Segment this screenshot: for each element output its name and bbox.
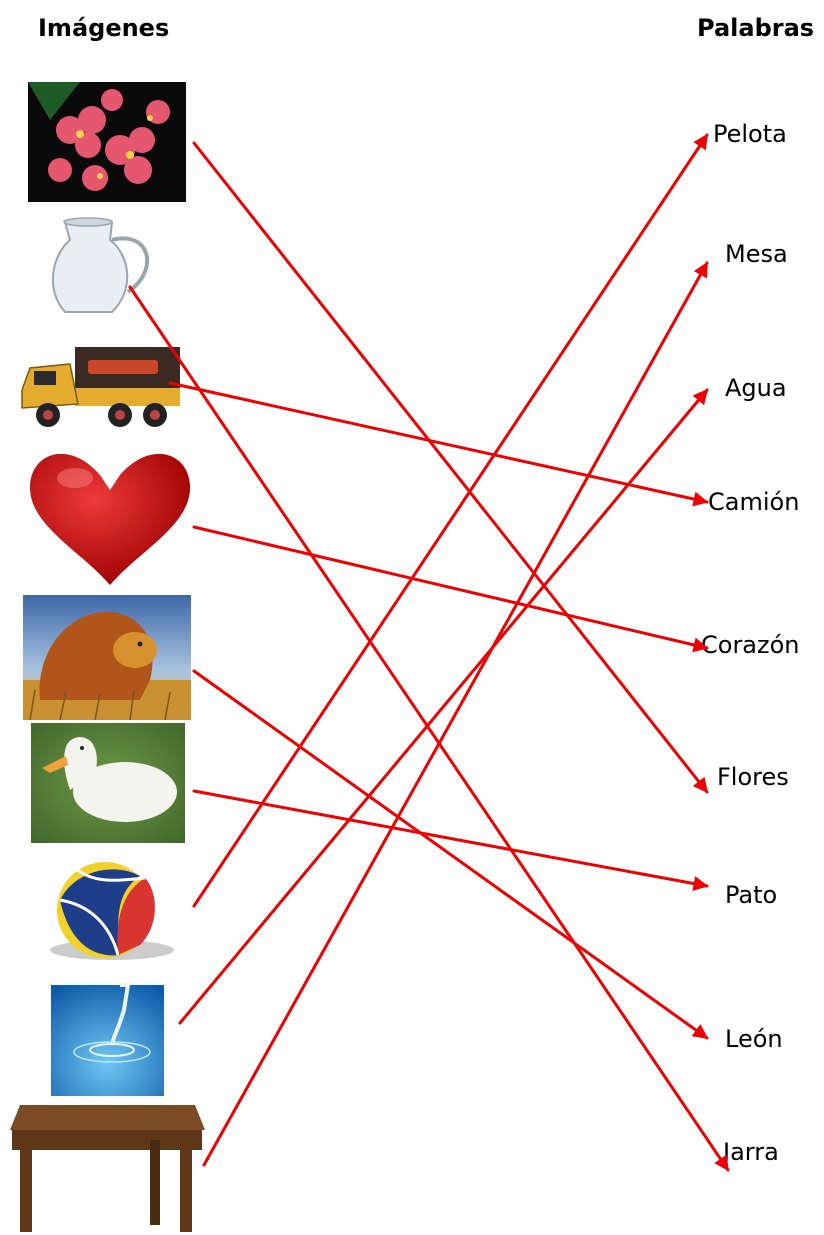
word-mesa: Mesa xyxy=(725,240,788,268)
lion-image xyxy=(23,595,191,721)
ball-image xyxy=(7,845,208,983)
word-flores: Flores xyxy=(717,763,789,791)
arrow-camion xyxy=(168,381,709,507)
word-pato: Pato xyxy=(725,881,778,909)
word-jarra: Jarra xyxy=(723,1138,779,1166)
jug-image xyxy=(51,217,149,313)
word-agua: Agua xyxy=(725,374,787,402)
arrow-agua xyxy=(178,388,709,1025)
arrow-corazon xyxy=(192,525,709,653)
arrow-leon xyxy=(192,669,709,1040)
arrow-pelota xyxy=(192,133,709,908)
word-corazon: Corazón xyxy=(701,631,800,659)
arrow-jarra xyxy=(128,285,730,1172)
images-column-header: Imágenes xyxy=(38,14,170,42)
heart-image xyxy=(29,453,191,585)
words-column-header: Palabras xyxy=(697,14,815,42)
water-drop-image xyxy=(51,983,164,1096)
arrow-mesa xyxy=(202,261,709,1167)
duck-image xyxy=(31,723,185,843)
word-camion: Camión xyxy=(708,488,800,516)
arrow-pato xyxy=(192,789,709,891)
word-leon: León xyxy=(725,1025,783,1053)
truck-image xyxy=(21,347,180,427)
word-pelota: Pelota xyxy=(713,120,787,148)
table-image xyxy=(8,1100,208,1235)
arrow-flores xyxy=(192,141,709,794)
flowers-image xyxy=(28,82,186,202)
